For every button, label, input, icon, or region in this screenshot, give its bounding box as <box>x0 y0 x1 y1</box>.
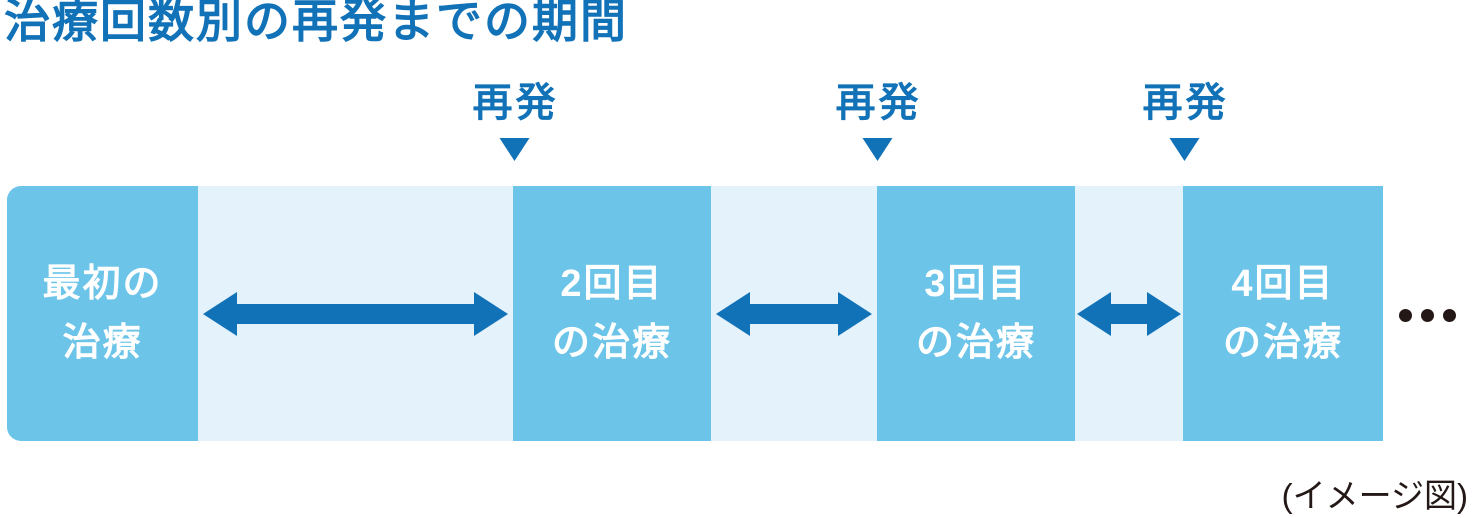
treatment-block-initial: 最初の 治療 <box>7 186 198 441</box>
treatment-block-label: 2回目 の治療 <box>552 255 672 373</box>
treatment-block-label: 4回目 の治療 <box>1223 255 1343 373</box>
dot <box>1399 309 1412 322</box>
recurrence-marker-2: 再発 <box>833 80 922 161</box>
recurrence-label: 再発 <box>1142 81 1229 125</box>
treatment-block-3: 3回目 の治療 <box>877 186 1075 441</box>
block-label-line1: 2回目 <box>560 262 664 305</box>
arrow-right-head <box>1147 291 1181 336</box>
block-label-line2: の治療 <box>915 321 1036 364</box>
double-arrow-icon <box>1075 291 1183 336</box>
ellipsis-icon <box>1399 309 1456 322</box>
block-label-line1: 最初の <box>42 262 163 305</box>
block-label-line1: 4回目 <box>1231 262 1335 305</box>
recurrence-label: 再発 <box>835 81 922 125</box>
treatment-block-label: 3回目 の治療 <box>916 255 1036 373</box>
image-note-caption: (イメージ図) <box>1281 477 1468 515</box>
arrow-left-head <box>716 291 750 336</box>
dot <box>1421 309 1434 322</box>
treatment-timeline-band: 最初の 治療 2回目 の治療 <box>7 186 1383 441</box>
arrow-left-head <box>203 291 237 336</box>
interval-1 <box>198 186 513 441</box>
dot <box>1443 309 1456 322</box>
interval-2 <box>711 186 877 441</box>
triangle-down-icon <box>1169 138 1199 161</box>
arrow-shaft <box>750 303 838 324</box>
double-arrow-icon <box>198 291 513 336</box>
block-label-line2: 治療 <box>62 321 143 364</box>
treatment-block-label: 最初の 治療 <box>42 255 162 373</box>
arrow-shaft <box>237 303 474 324</box>
recurrence-label: 再発 <box>472 81 559 125</box>
triangle-down-icon <box>862 138 892 161</box>
treatment-block-4: 4回目 の治療 <box>1183 186 1383 441</box>
arrow-right-head <box>838 291 872 336</box>
double-arrow-icon <box>711 291 877 336</box>
triangle-down-icon <box>499 138 529 161</box>
page-title: 治療回数別の再発までの期間 <box>4 0 628 47</box>
treatment-block-2: 2回目 の治療 <box>513 186 711 441</box>
arrow-shaft <box>1111 303 1147 324</box>
arrow-right-head <box>474 291 508 336</box>
recurrence-marker-3: 再発 <box>1140 80 1229 161</box>
recurrence-marker-1: 再発 <box>470 80 559 161</box>
block-label-line2: の治療 <box>551 321 672 364</box>
block-label-line2: の治療 <box>1222 321 1343 364</box>
interval-3 <box>1075 186 1183 441</box>
arrow-left-head <box>1077 291 1111 336</box>
block-label-line1: 3回目 <box>924 262 1028 305</box>
